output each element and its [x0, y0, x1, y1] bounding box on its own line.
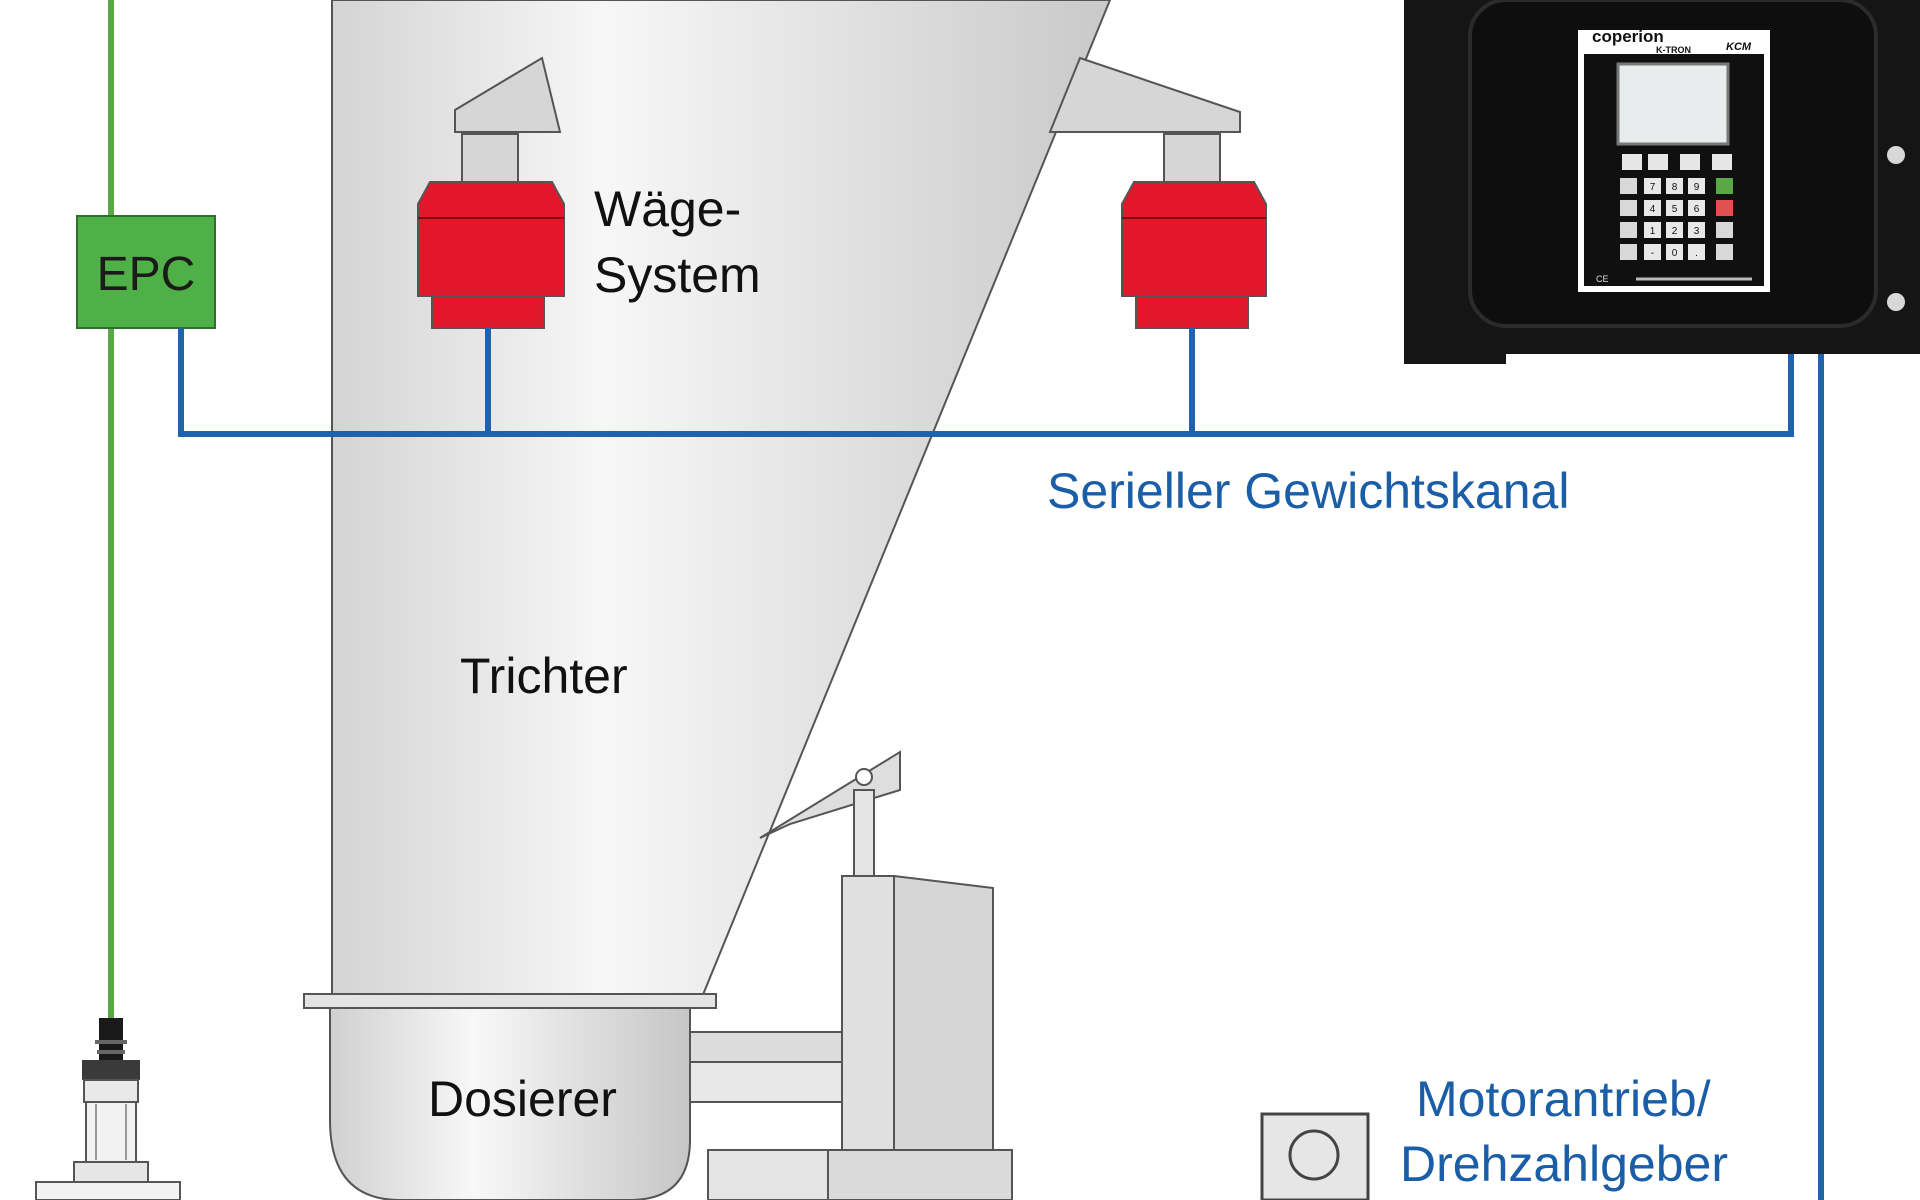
controller-key	[1644, 222, 1661, 238]
controller-key	[1688, 178, 1705, 194]
controller-side-key	[1620, 178, 1637, 194]
controller-key	[1666, 200, 1683, 216]
controller-footer-ce: CE	[1596, 274, 1609, 284]
sensor-icon	[35, 1018, 181, 1200]
controller-key-label: 7	[1650, 182, 1656, 193]
motor-label-line1: Motorantrieb/	[1416, 1071, 1711, 1127]
controller-key-label: 3	[1694, 226, 1700, 237]
controller-key-label: 0	[1672, 248, 1678, 259]
motor-icon	[1288, 1129, 1340, 1181]
feeder-drive-unit	[689, 750, 1013, 1200]
epc-box: EPC	[76, 215, 216, 329]
controller-key-label: 8	[1672, 182, 1678, 193]
controller-brand-sub: K-TRON	[1656, 45, 1691, 55]
controller-function-keys	[1622, 154, 1732, 170]
controller-side-key	[1716, 244, 1733, 260]
controller-side-key	[1620, 244, 1637, 260]
feeder-bowl	[329, 1007, 691, 1200]
controller-key	[1666, 222, 1683, 238]
load-cell-left	[417, 56, 565, 329]
hopper-label: Trichter	[460, 648, 628, 704]
controller-key	[1688, 200, 1705, 216]
controller-key	[1644, 178, 1661, 194]
controller-key	[1688, 244, 1705, 260]
feeder-label: Dosierer	[428, 1071, 617, 1127]
controller-side-key	[1716, 200, 1733, 216]
controller-kcm: coperion K-TRON KCM 7 8 9 4 5 6 1 2 3 - 0. CE	[1404, 0, 1920, 364]
controller-key-label: 4	[1650, 204, 1656, 215]
controller-key	[1666, 244, 1683, 260]
controller-key	[1644, 244, 1661, 260]
weigh-system-label-line2: System	[594, 247, 761, 303]
serial-channel-label: Serieller Gewichtskanal	[1047, 463, 1569, 519]
controller-side-key	[1620, 222, 1637, 238]
controller-key-label: 5	[1672, 204, 1678, 215]
controller-display	[1616, 62, 1730, 146]
controller-key-label: -	[1651, 248, 1654, 259]
feeder-flange	[303, 993, 717, 1009]
hopper-body	[331, 0, 1112, 1003]
controller-key-label: .	[1695, 248, 1698, 259]
controller-key-label: 2	[1672, 226, 1678, 237]
controller-key	[1644, 200, 1661, 216]
controller-side-key	[1716, 222, 1733, 238]
controller-side-key	[1716, 178, 1733, 194]
controller-keypad: 7 8 9 4 5 6 1 2 3 - 0.	[1620, 178, 1733, 260]
controller-brand: coperion	[1592, 27, 1664, 46]
weigh-system-label-line1: Wäge-	[594, 181, 741, 237]
epc-label: EPC	[97, 248, 196, 301]
controller-key-label: 6	[1694, 204, 1700, 215]
controller-key-label: 1	[1650, 226, 1656, 237]
controller-side-key	[1620, 200, 1637, 216]
serial-weight-channel	[178, 328, 1824, 1200]
motor-label-line2: Drehzahlgeber	[1400, 1136, 1728, 1192]
controller-key-label: 9	[1694, 182, 1700, 193]
motor-speed-sensor	[1260, 1112, 1370, 1200]
controller-model: KCM	[1726, 41, 1752, 53]
controller-key	[1688, 222, 1705, 238]
controller-key	[1666, 178, 1683, 194]
load-cell-right	[1048, 56, 1267, 329]
